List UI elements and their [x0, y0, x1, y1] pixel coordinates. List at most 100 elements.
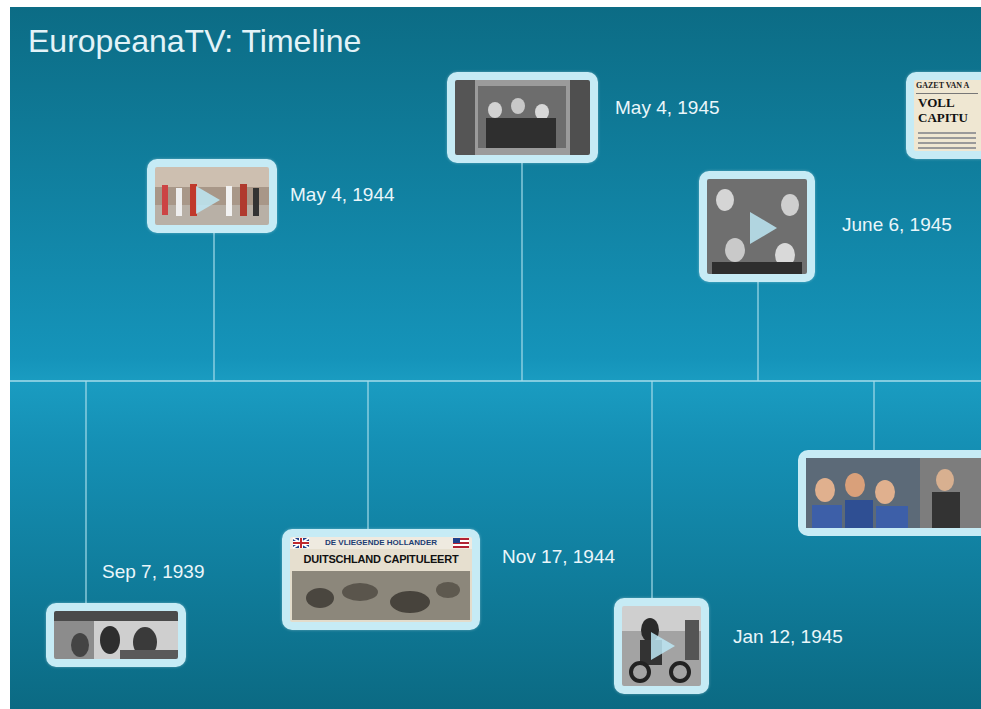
newspaper-photo [293, 542, 309, 544]
crowd-thumbnail [875, 480, 895, 504]
window-photo [511, 98, 525, 114]
newspaper-photo [293, 538, 309, 548]
newspaper-photo [453, 546, 469, 548]
train-photo [54, 611, 178, 659]
parade-photo [190, 184, 197, 216]
newspaper-photo [292, 571, 470, 620]
crowd-thumbnail [806, 458, 981, 528]
timeline-axis [10, 381, 981, 382]
crowd-thumbnail [798, 450, 981, 536]
newspaper-photo [436, 582, 460, 598]
newspaper-photo [293, 538, 309, 548]
parade-photo [253, 188, 259, 216]
date-label: June 6, 1945 [842, 214, 952, 236]
thumbnail-frame: May 4, 1945 [447, 72, 598, 163]
newspaper-photo [290, 549, 472, 571]
motorbike-photo [622, 606, 701, 686]
parade-photo [155, 167, 269, 225]
crowd-thumbnail [812, 505, 842, 528]
crowd-photo [725, 238, 745, 262]
motorbike-photo [685, 620, 699, 660]
train-photo [120, 650, 178, 659]
window-photo [486, 118, 556, 148]
gazette-photo [916, 93, 978, 94]
crowd-photo [712, 262, 802, 274]
newspaper-headline: DUITSCHLAND CAPITULEERT [290, 553, 472, 566]
parade-photo [155, 205, 269, 225]
crowd-photo [750, 212, 777, 244]
stem-line [521, 163, 522, 381]
stem-line [367, 381, 368, 529]
window-photo [535, 104, 549, 120]
date-label: Sep 7, 1939 [102, 561, 204, 583]
thumbnail-frame: May 4, 1944 [147, 159, 277, 233]
crowd-thumbnail [845, 473, 865, 497]
stem-line [85, 381, 86, 603]
window-photo [488, 102, 502, 118]
crowd-thumbnail [876, 506, 908, 528]
parade-photo [240, 184, 247, 216]
newspaper-photo [290, 537, 472, 622]
thumbnail-frame: June 6, 1945 [699, 171, 815, 282]
stem-line [651, 381, 652, 598]
thumbnail-frame: Nov 17, 1944DE VLIEGENDE HOLLANDERDUITSC… [282, 529, 480, 630]
gazette-photo [918, 137, 976, 139]
gazette-photo [918, 142, 976, 144]
gazette-photo [914, 80, 981, 151]
newspaper-photo [390, 591, 430, 613]
thumbnail-frame: GAZET VAN AVOLL CAPITU [906, 72, 981, 159]
parade-photo [226, 186, 232, 216]
newspaper-photo [453, 538, 469, 548]
window-photo [455, 80, 475, 155]
crowd-thumbnail [845, 500, 873, 528]
stem-line [213, 233, 214, 381]
timeline-axis [10, 380, 981, 382]
crowd-thumbnail [932, 492, 960, 528]
parade-photo [155, 167, 269, 187]
parade-photo [176, 188, 182, 216]
newspaper-photo [290, 537, 472, 622]
motorbike-photo [631, 663, 649, 681]
date-label: May 4, 1945 [615, 97, 720, 119]
parade-photo [162, 185, 168, 215]
thumbnail-frame: Jan 12, 1945 [614, 598, 709, 694]
train-photo [54, 611, 178, 659]
gazette-photo [918, 147, 976, 149]
newspaper-photo [290, 537, 472, 549]
newspaper-photo [293, 538, 309, 548]
train-photo [71, 633, 89, 657]
gazette-photo [918, 132, 976, 134]
newspaper-headline: DE VLIEGENDE HOLLANDER [290, 538, 472, 547]
date-label: Nov 17, 1944 [502, 546, 615, 568]
thumbnail-frame: Sep 7, 1939 [46, 603, 186, 667]
motorbike-photo [671, 663, 689, 681]
newspaper-photo [453, 538, 460, 543]
date-label: Jan 12, 1945 [733, 626, 843, 648]
parade-photo [155, 167, 269, 225]
stem-line [757, 282, 758, 381]
motorbike-photo [622, 606, 701, 686]
newspaper-headline: GAZET VAN A [916, 81, 980, 90]
crowd-photo [707, 179, 807, 274]
chart-title: EuropeanaTV: Timeline [28, 25, 361, 57]
window-photo [455, 80, 590, 155]
gazette-photo [914, 80, 981, 151]
crowd-photo [716, 189, 734, 211]
crowd-thumbnail [798, 450, 981, 536]
window-photo [455, 80, 590, 155]
train-photo [100, 626, 120, 654]
parade-photo [196, 186, 220, 214]
train-photo [54, 621, 94, 659]
newspaper-photo [342, 583, 378, 601]
window-photo [478, 86, 566, 148]
date-label: May 4, 1944 [290, 184, 395, 206]
train-photo [54, 611, 178, 621]
crowd-thumbnail [936, 469, 954, 491]
window-photo [570, 80, 590, 155]
newspaper-photo [306, 588, 334, 608]
stem-line [873, 381, 874, 450]
crowd-thumbnail [920, 458, 981, 528]
motorbike-photo [651, 632, 675, 660]
crowd-photo [781, 194, 799, 216]
